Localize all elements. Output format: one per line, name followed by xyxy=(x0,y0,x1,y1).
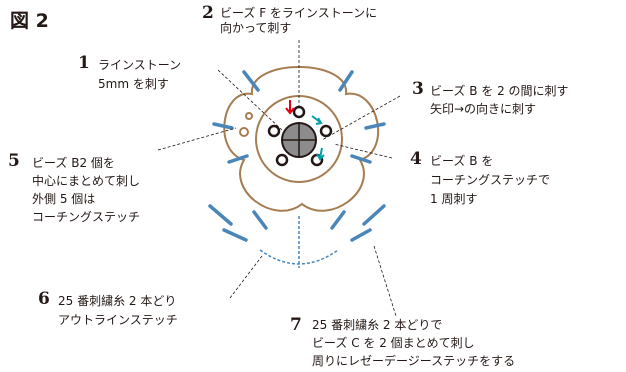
outer-bead-small-2 xyxy=(239,127,249,137)
stitch xyxy=(330,210,346,230)
callout-4-number: 4 xyxy=(410,149,422,169)
callout-5-text: ビーズ B2 個を 中心にまとめて刺し 外側 5 個は コーチングステッチ xyxy=(32,156,141,224)
callout-1-text: ラインストーン 5mm を刺す xyxy=(98,58,182,91)
stitch xyxy=(364,122,386,130)
stitch xyxy=(350,228,372,242)
callout-1-number: 1 xyxy=(78,53,90,73)
stitch xyxy=(350,154,372,164)
stitch xyxy=(252,210,268,230)
stitch xyxy=(338,70,354,92)
arrow-teal-icon-2 xyxy=(319,147,323,159)
stitch xyxy=(212,122,234,130)
flower-outline xyxy=(223,66,380,212)
rhinestone xyxy=(281,122,317,158)
stitch xyxy=(208,204,233,226)
direction-arrows xyxy=(285,100,325,161)
outline-stitch xyxy=(259,216,339,268)
outer-bead-small-1 xyxy=(245,112,253,120)
lazy-daisy-stitches xyxy=(208,70,386,242)
callout-6-text: 25 番刺繍糸 2 本どり アウトラインステッチ xyxy=(58,294,178,327)
callout-7-number: 7 xyxy=(290,315,302,335)
callout-2-number: 2 xyxy=(202,3,214,23)
leader-lines xyxy=(157,40,401,317)
callout-7-text: 25 番刺繍糸 2 本どりで ビーズ C を 2 個まとめて刺し 周りにレゼーデ… xyxy=(312,318,516,368)
callout-3-number: 3 xyxy=(412,79,424,99)
bead xyxy=(267,124,281,138)
stitch xyxy=(242,70,260,92)
callout-6-number: 6 xyxy=(38,289,50,309)
bead xyxy=(319,124,333,138)
stitch xyxy=(227,154,249,164)
figure-title: 図 2 xyxy=(10,10,49,32)
stitch xyxy=(362,204,386,226)
callout-5-number: 5 xyxy=(8,151,20,171)
stitch xyxy=(222,228,248,242)
bead xyxy=(292,105,306,119)
callout-4-text: ビーズ B を コーチングステッチで 1 周刺す xyxy=(430,154,551,206)
bead xyxy=(275,153,289,167)
callout-3-text: ビーズ B を 2 の間に刺す 矢印→の向きに刺す xyxy=(430,84,569,116)
callout-2-text: ビーズ F をラインストーンに 向かって刺す xyxy=(220,6,378,35)
